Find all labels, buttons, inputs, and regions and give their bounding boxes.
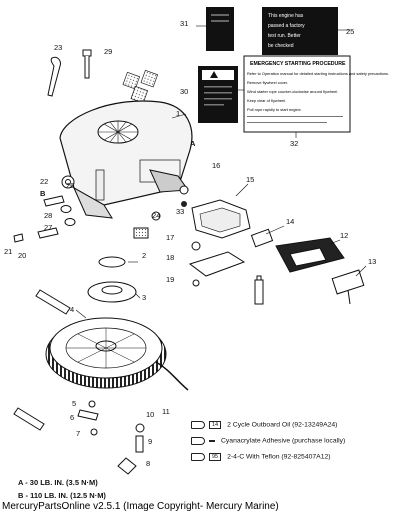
decal-25 <box>262 7 338 55</box>
part-8-plate <box>117 457 137 475</box>
label-10: 10 <box>146 410 154 419</box>
part-25-plate <box>133 227 149 239</box>
decal-25-line1: This engine has <box>268 13 304 19</box>
decal-32-title: EMERGENCY STARTING PROCEDURE <box>250 61 346 67</box>
part-6-pawl <box>77 409 99 421</box>
label-25: 25 <box>346 27 354 36</box>
legend-row-grease: 95 2-4-C With Teflon (92-825407A12) <box>191 453 331 461</box>
part-20-screw <box>37 227 59 239</box>
tube-icon <box>191 421 205 429</box>
part-33-spring <box>181 201 187 207</box>
label-13: 13 <box>368 257 376 266</box>
decal-32 <box>243 55 351 133</box>
tube-icon <box>191 453 205 461</box>
label-24: 24 <box>152 211 160 220</box>
label-3: 3 <box>142 293 146 302</box>
label-18: 18 <box>166 253 174 262</box>
small-decal-b <box>140 69 159 88</box>
callout-b: B <box>40 189 46 198</box>
label-5: 5 <box>72 399 76 408</box>
decal-32-line2: Remove flywheel cover. <box>247 80 288 85</box>
label-8: 8 <box>146 459 150 468</box>
part-7-spring <box>90 428 98 436</box>
label-12: 12 <box>340 231 348 240</box>
leader-lines <box>75 25 367 319</box>
legend-num-1: 14 <box>209 421 222 429</box>
part-28-washer <box>60 205 72 213</box>
part-21-pin <box>13 233 24 243</box>
tube-oil <box>35 289 71 315</box>
legend-row-adhesive: Cyanacrylate Adhesive (purchase locally) <box>191 437 345 445</box>
part-19-grommet <box>192 279 200 287</box>
legend-text-1: 2 Cycle Outboard Oil (92-13249A24) <box>227 421 338 429</box>
label-19: 19 <box>166 275 174 284</box>
part-16-bolt <box>179 185 189 195</box>
label-9: 9 <box>148 437 152 446</box>
part-18-gasket <box>188 251 246 277</box>
decal-25-line3: test run. Better <box>268 33 301 39</box>
legend-row-oil: 14 2 Cycle Outboard Oil (92-13249A24) <box>191 421 337 429</box>
torque-spec-b: B - 110 LB. IN. (12.5 N·M) <box>18 491 106 500</box>
flywheel-cover <box>59 100 193 219</box>
legend-num-2 <box>209 440 215 442</box>
part-11-rope <box>155 361 189 391</box>
callout-a: A <box>190 139 196 148</box>
label-31: 31 <box>180 19 188 28</box>
label-4: 4 <box>70 305 74 314</box>
label-33: 33 <box>176 207 184 216</box>
tube-grease <box>254 279 264 305</box>
label-11: 11 <box>162 407 170 416</box>
part-14-clamp <box>250 228 274 248</box>
decal-25-line4: be checked <box>268 43 294 49</box>
torque-spec-a: A - 30 LB. IN. (3.5 N·M) <box>18 478 98 487</box>
label-2: 2 <box>142 251 146 260</box>
part-27-washer <box>64 218 76 226</box>
part-2-cup <box>98 256 126 268</box>
part-10-washer <box>135 423 145 433</box>
part-17-bushing <box>191 241 201 251</box>
label-26: 26 <box>66 181 74 190</box>
part-29-screw <box>82 49 92 57</box>
label-16: 16 <box>212 161 220 170</box>
legend-text-3: 2-4-C With Teflon (92-825407A12) <box>227 453 331 461</box>
part-13-connector <box>331 269 365 295</box>
part-9-bolt <box>135 435 144 453</box>
label-29: 29 <box>104 47 112 56</box>
part-24-washer <box>151 211 161 221</box>
label-15: 15 <box>246 175 254 184</box>
label-30: 30 <box>180 87 188 96</box>
decal-32-line5: Pull rope rapidly to start engine. <box>247 107 302 112</box>
label-1: 1 <box>176 109 180 118</box>
footer-copyright: MercuryPartsOnline v2.5.1 (Image Copyrig… <box>2 501 279 512</box>
decal-25-line2: passed a factory <box>268 23 305 29</box>
label-17: 17 <box>166 233 174 242</box>
part-23-lever <box>47 56 61 97</box>
label-21: 21 <box>4 247 12 256</box>
label-6: 6 <box>70 413 74 422</box>
label-20: 20 <box>18 251 26 260</box>
legend-num-3: 95 <box>209 453 222 461</box>
decal-32-line4: Keep clear of flywheel. <box>247 98 286 103</box>
decal-32-line3: Wind starter rope counter-clockwise arou… <box>247 89 338 94</box>
label-27: 27 <box>44 223 52 232</box>
label-32: 32 <box>290 139 298 148</box>
label-22: 22 <box>40 177 48 186</box>
label-14: 14 <box>286 217 294 226</box>
label-23: 23 <box>54 43 62 52</box>
legend-text-2: Cyanacrylate Adhesive (purchase locally) <box>221 437 346 445</box>
flywheel <box>45 317 167 389</box>
small-decal-a <box>122 71 141 90</box>
label-28: 28 <box>44 211 52 220</box>
tube-icon <box>191 437 205 445</box>
label-7: 7 <box>76 429 80 438</box>
tube-oil-2 <box>13 407 45 431</box>
decal-31 <box>206 7 234 51</box>
part-b-bolt <box>43 195 65 207</box>
part-labels: 1 2 3 4 5 6 7 8 9 10 11 12 13 14 15 16 1… <box>4 19 376 468</box>
decal-32-line1: Refer to Operation manual for detailed s… <box>247 71 389 76</box>
part-5-screw <box>88 400 96 408</box>
